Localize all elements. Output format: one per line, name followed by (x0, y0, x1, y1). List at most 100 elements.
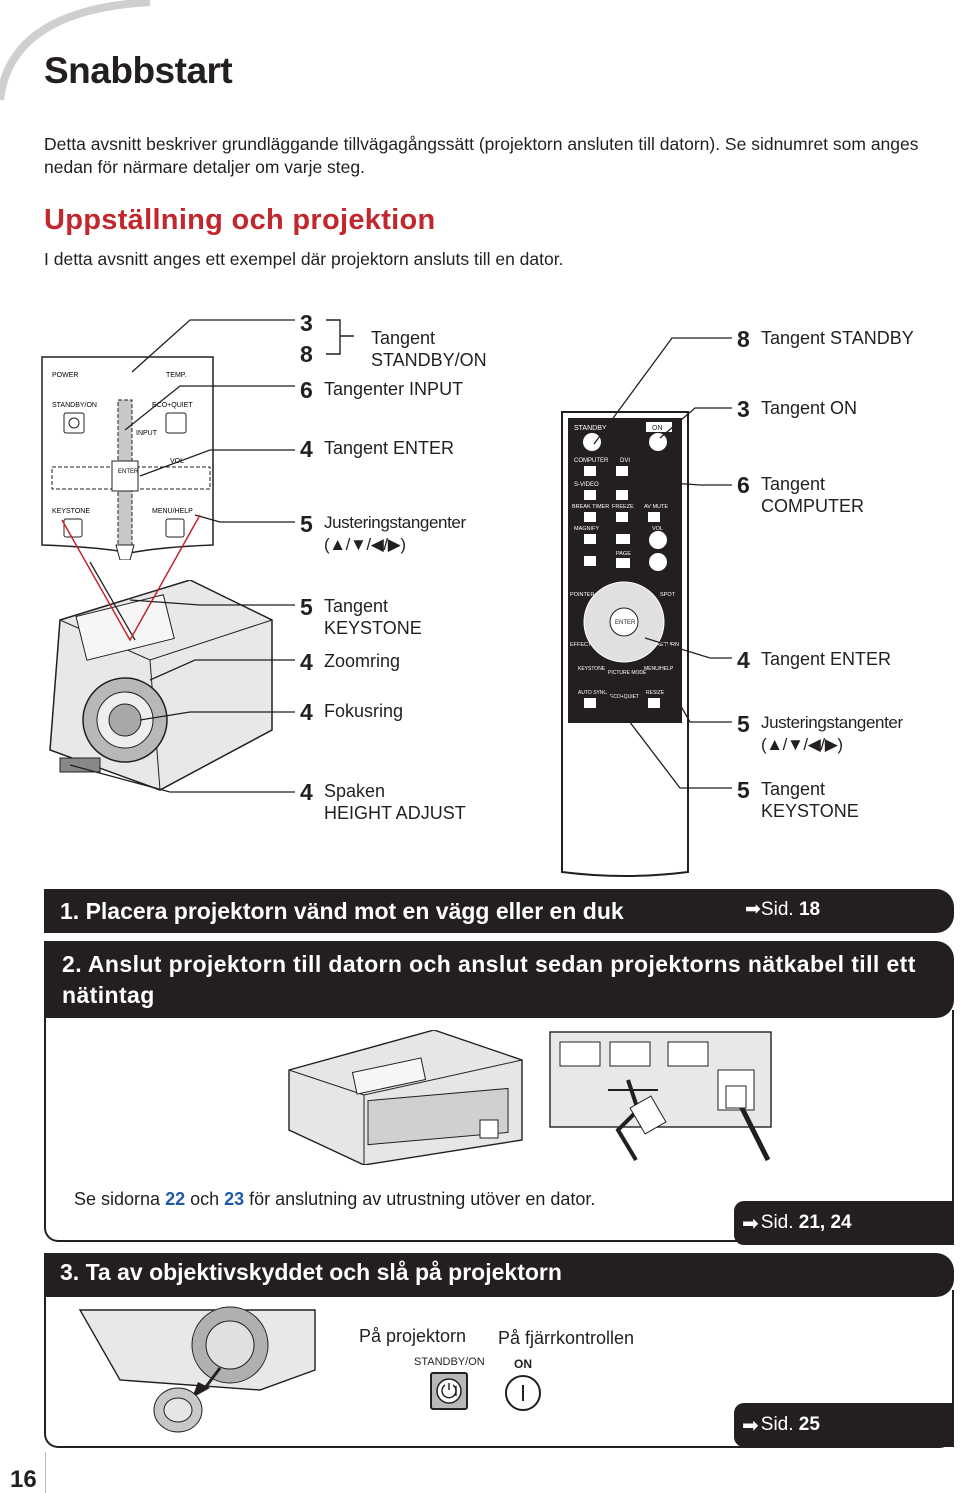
label-text: Tangent STANDBY (761, 328, 914, 348)
step-3-page-ref[interactable]: ➡ Sid. 25 (734, 1403, 954, 1447)
power-icon (436, 1378, 462, 1404)
label-enter-key: 4 Tangent ENTER (300, 437, 454, 461)
remote-menu-help-label: MENU/HELP (644, 666, 674, 672)
label-text: Tangent ON (761, 398, 858, 418)
label-computer-key: 6 Tangent COMPUTER (737, 473, 864, 517)
remote-picture-mode-label: PICTURE MODE (608, 670, 647, 676)
label-focus-ring: 4 Fokusring (300, 700, 403, 724)
label-input-keys: 6 Tangenter INPUT (300, 378, 463, 402)
section-title: Uppställning och projektion (44, 204, 436, 236)
on-key-label: ON (505, 1357, 541, 1371)
bracket-3-8 (326, 319, 354, 355)
page-number: 16 (10, 1466, 37, 1493)
remote-control-illustration: STANDBY ON COMPUTER DVI S-VIDEO BREAK TI… (561, 411, 689, 877)
remote-dvi-label: DVI (620, 458, 630, 464)
page-link-23[interactable]: 23 (224, 1189, 245, 1209)
remote-vol-label: VOL (652, 526, 663, 532)
standby-on-key-label: STANDBY/ON (414, 1356, 485, 1368)
remote-computer-label: COMPUTER (574, 458, 609, 464)
arrow-right-icon: ➡ (742, 1414, 759, 1437)
page-ref-prefix: Sid. (760, 1414, 794, 1435)
standby-on-key-illustration (430, 1372, 468, 1410)
label-num: 5 (737, 777, 750, 803)
step-1-heading: 1. Placera projektorn vänd mot en vägg e… (44, 889, 954, 933)
panel-enter-label: ENTER (118, 469, 139, 475)
remote-freeze-label: FREEZE (612, 504, 634, 510)
label-number-8: 8 (300, 341, 313, 367)
label-num: 4 (300, 699, 313, 725)
remote-standby-label: STANDBY (574, 425, 607, 432)
label-keystone-key: 5 Tangent KEYSTONE (300, 595, 422, 639)
page-link-22[interactable]: 22 (165, 1189, 186, 1209)
label-remote-keystone-key: 5 Tangent KEYSTONE (737, 778, 859, 822)
step-2-frame (44, 1010, 954, 1242)
connection-panel-illustration (549, 1031, 772, 1162)
step-1-text: 1. Placera projektorn vänd mot en vägg e… (60, 898, 624, 924)
remote-break-timer-label: BREAK TIMER (572, 504, 609, 510)
remote-svideo-label: S-VIDEO (574, 482, 599, 488)
label-text: Tangent KEYSTONE (761, 779, 859, 821)
panel-input-label: INPUT (136, 430, 158, 437)
label-num: 6 (300, 377, 313, 403)
remote-resize-label: RESIZE (646, 690, 665, 696)
step-2-page-ref[interactable]: ➡ Sid. 21, 24 (734, 1201, 954, 1245)
label-num: 4 (300, 436, 313, 462)
step-3-frame (44, 1290, 954, 1448)
label-num: 4 (737, 647, 750, 673)
caption-on-remote: På fjärrkontrollen (498, 1328, 635, 1348)
label-height-adjust: 4 Spaken HEIGHT ADJUST (300, 780, 466, 824)
label-text: Tangent COMPUTER (761, 474, 864, 516)
label-num: 4 (300, 779, 313, 805)
label-text: Tangent ENTER (761, 649, 892, 669)
page-ref-number: 21, 24 (798, 1212, 852, 1233)
remote-eco-quiet-label: ECO+QUIET (610, 694, 639, 700)
label-adjust-keys: 5 Justeringstangenter (▲/▼/◀/▶) (300, 512, 466, 556)
page-ref-prefix: Sid. (760, 1212, 794, 1233)
label-text: Spaken HEIGHT ADJUST (324, 781, 466, 823)
label-remote-enter-key: 4 Tangent ENTER (737, 648, 891, 672)
label-text: Tangenter INPUT (324, 379, 464, 399)
projector-illustration (49, 580, 273, 791)
leader-lines-right (593, 337, 732, 789)
caption-on-projector: På projektorn (359, 1326, 467, 1346)
label-text: Tangent ENTER (324, 438, 455, 458)
remote-enter-label: ENTER (615, 620, 636, 626)
label-text: Tangent KEYSTONE (324, 596, 422, 638)
remote-magnify-label: MAGNIFY (574, 526, 599, 532)
label-text: Fokusring (324, 701, 404, 721)
page-ref-number: 25 (798, 1414, 820, 1435)
note-text: för anslutning av utrustning utöver en d… (244, 1189, 596, 1209)
projector-control-panel-illustration: POWER TEMP. STANDBY/ON ECO+QUIET INPUT E… (41, 356, 214, 560)
step-2-heading: 2. Anslut projektorn till datorn och ans… (44, 941, 954, 1018)
panel-standby-label: STANDBY/ON (52, 402, 97, 409)
note-text: Se sidorna (74, 1189, 166, 1209)
remote-pointer-label: POINTER (570, 592, 594, 598)
intro-paragraph: Detta avsnitt beskriver grundläggande ti… (44, 134, 919, 177)
remote-spot-label: SPOT (660, 592, 676, 598)
panel-keystone-label: KEYSTONE (52, 508, 90, 515)
leader-lines-left (61, 319, 295, 793)
remote-keystone-label: KEYSTONE (578, 666, 606, 672)
projector-rear-illustration (288, 1030, 523, 1165)
step-1-page-ref[interactable]: ➡ Sid. 18 (745, 898, 820, 921)
step-3-heading: 3. Ta av objektivskyddet och slå på proj… (44, 1253, 954, 1297)
remote-av-mute-label: AV MUTE (644, 504, 668, 510)
label-text: Zoomring (324, 651, 401, 671)
label-num: 3 (737, 396, 750, 422)
page-title: Snabbstart (44, 50, 233, 91)
step-2-note: Se sidorna 22 och 23 för anslutning av u… (74, 1186, 694, 1212)
on-key-illustration (505, 1375, 541, 1411)
note-text: och (185, 1189, 225, 1209)
lens-cap-removal-illustration (78, 1306, 316, 1433)
label-remote-adjust-keys: 5 Justeringstangenter (▲/▼/◀/▶) (737, 712, 903, 756)
label-num: 6 (737, 472, 750, 498)
label-num: 5 (300, 594, 313, 620)
label-number-3: 3 (300, 310, 313, 336)
label-num: 5 (737, 711, 750, 737)
arrow-right-icon: ➡ (745, 899, 761, 920)
panel-power-label: POWER (52, 372, 78, 379)
label-num: 8 (737, 326, 750, 352)
label-on-key: 3 Tangent ON (737, 397, 857, 421)
section-subtitle: I detta avsnitt anges ett exempel där pr… (44, 249, 564, 269)
panel-temp-label: TEMP. (166, 372, 187, 379)
